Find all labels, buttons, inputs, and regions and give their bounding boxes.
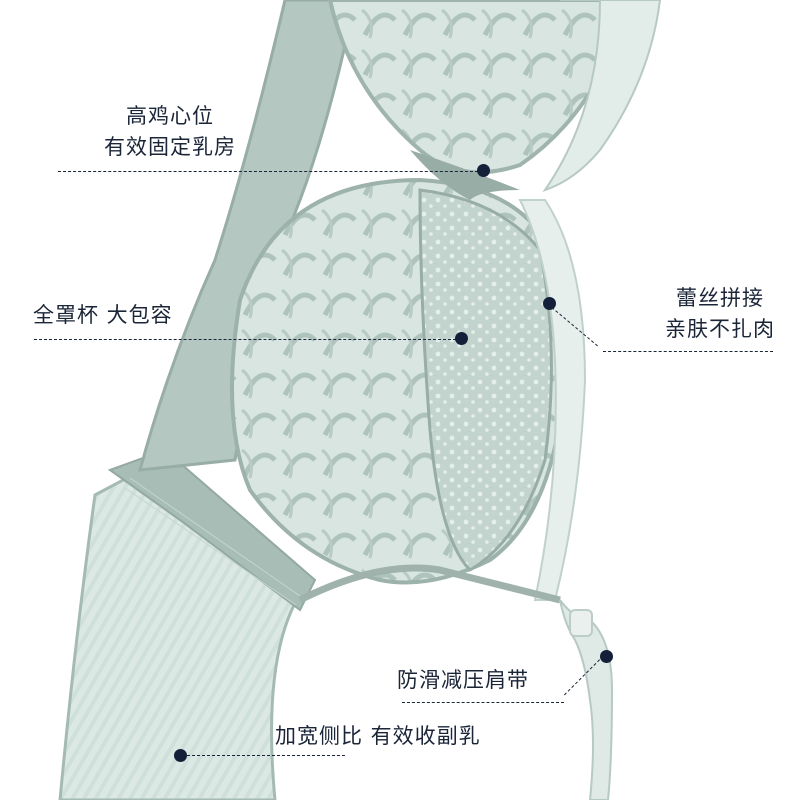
leader-line-lace-panel — [603, 351, 773, 352]
callout-lace-panel-line1: 蕾丝拼接 — [676, 286, 764, 310]
callout-center-gore-line2: 有效固定乳房 — [104, 135, 236, 159]
callout-center-gore: 高鸡心位 有效固定乳房 — [70, 101, 270, 163]
marker-dot-center-gore — [477, 164, 490, 177]
callout-side-wing: 加宽侧比 有效收副乳 — [275, 721, 481, 752]
callout-full-cup-line1: 全罩杯 大包容 — [33, 303, 173, 327]
callout-strap-line1: 防滑减压肩带 — [397, 668, 529, 692]
leader-line-side-wing — [187, 755, 345, 756]
callout-side-wing-line1: 加宽侧比 有效收副乳 — [275, 724, 481, 748]
marker-dot-strap — [600, 650, 613, 663]
callout-strap: 防滑减压肩带 — [397, 665, 529, 696]
leader-line-center-gore — [58, 171, 478, 172]
callout-lace-panel-line2: 亲肤不扎肉 — [665, 317, 775, 341]
callout-center-gore-line1: 高鸡心位 — [126, 104, 214, 128]
leader-line-full-cup — [34, 339, 456, 340]
marker-dot-lace-panel — [543, 297, 556, 310]
marker-dot-side-wing — [174, 749, 187, 762]
leader-line-strap — [402, 702, 564, 703]
callout-lace-panel: 蕾丝拼接 亲肤不扎肉 — [645, 283, 795, 345]
marker-dot-full-cup — [455, 332, 468, 345]
callout-full-cup: 全罩杯 大包容 — [33, 300, 173, 331]
